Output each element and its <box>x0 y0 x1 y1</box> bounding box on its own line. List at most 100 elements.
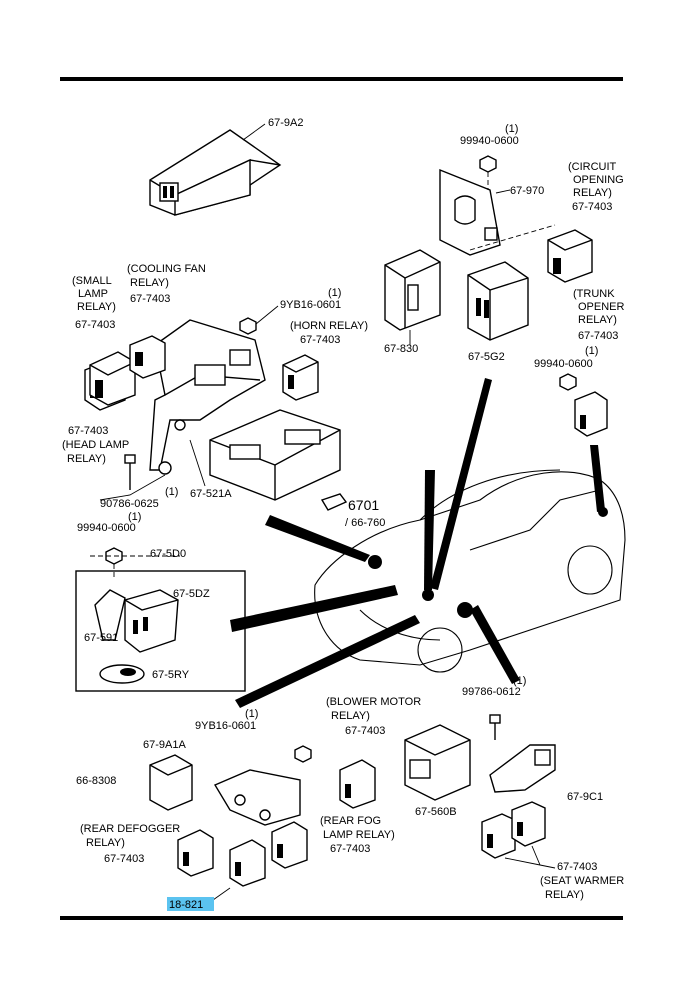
label-66-760[interactable]: / 66-760 <box>345 517 385 529</box>
label-blower-2: RELAY) <box>331 710 370 722</box>
label-small-2: LAMP <box>78 288 108 300</box>
label-qty-99940-left: (1) <box>128 511 141 523</box>
relay-circuit-opening[interactable] <box>547 229 593 283</box>
label-qty-99786: (1) <box>513 675 526 687</box>
label-67-9A2[interactable]: 67-9A2 <box>268 117 303 129</box>
junction-box[interactable] <box>209 409 341 501</box>
relay-blower-motor[interactable] <box>339 759 376 809</box>
label-67-521A[interactable]: 67-521A <box>190 488 232 500</box>
label-fog-1: (REAR FOG <box>320 815 381 827</box>
label-cooling-1: (COOLING FAN <box>127 263 206 275</box>
label-99940-left[interactable]: 99940-0600 <box>77 522 136 534</box>
label-circuit-num[interactable]: 67-7403 <box>572 201 612 213</box>
label-trunk-num[interactable]: 67-7403 <box>578 330 618 342</box>
relay-rear-fog-lamp[interactable] <box>271 821 308 869</box>
label-67-591[interactable]: 67-591 <box>84 632 118 644</box>
label-67-5G2[interactable]: 67-5G2 <box>468 351 505 363</box>
label-blower-1: (BLOWER MOTOR <box>326 696 421 708</box>
leader-wedge-2 <box>230 585 398 632</box>
label-horn-1: (HORN RELAY) <box>290 320 368 332</box>
module-67-5DZ[interactable] <box>124 589 179 653</box>
bottom-rule <box>60 916 623 920</box>
label-67-9A1A[interactable]: 67-9A1A <box>143 739 186 751</box>
label-seat-num[interactable]: 67-7403 <box>557 861 597 873</box>
label-67-560B[interactable]: 67-560B <box>415 806 457 818</box>
label-defog-2: RELAY) <box>86 837 125 849</box>
relay-67-830[interactable] <box>384 249 441 331</box>
label-99786[interactable]: 99786-0612 <box>462 686 521 698</box>
top-rule <box>60 77 623 81</box>
label-6701[interactable]: 6701 <box>348 497 379 513</box>
highlight-badge <box>167 897 214 911</box>
label-small-num[interactable]: 67-7403 <box>75 319 115 331</box>
label-head-2: RELAY) <box>67 453 106 465</box>
nut-icon-4 <box>559 373 577 391</box>
label-circuit-3: RELAY) <box>573 187 612 199</box>
label-67-5D0[interactable]: 67-5D0 <box>150 548 186 560</box>
label-qty-9yb16-top: (1) <box>328 287 341 299</box>
relay-seat-warmer-2[interactable] <box>511 801 546 847</box>
label-circuit-1: (CIRCUIT <box>568 161 617 173</box>
label-67-830[interactable]: 67-830 <box>384 343 418 355</box>
labels: 67-9A2 (1) 99940-0600 67-970 (CIRCUIT OP… <box>62 117 625 911</box>
relay-trunk-opener[interactable] <box>574 391 608 437</box>
fuse-box-cover[interactable] <box>149 129 282 216</box>
label-99940-top[interactable]: 99940-0600 <box>460 135 519 147</box>
module-67-5G2[interactable] <box>467 261 529 341</box>
label-67-9C1[interactable]: 67-9C1 <box>567 791 603 803</box>
label-18-821[interactable]: 18-821 <box>169 899 203 911</box>
leader-wedge-6 <box>470 605 520 684</box>
label-67-970[interactable]: 67-970 <box>510 185 544 197</box>
head-lamp-relay[interactable] <box>89 351 136 406</box>
label-67-5RY[interactable]: 67-5RY <box>152 669 190 681</box>
label-horn-num[interactable]: 67-7403 <box>300 334 340 346</box>
relay-bracket-lower[interactable] <box>213 769 301 826</box>
label-fog-2: LAMP RELAY) <box>323 829 395 841</box>
label-blower-num[interactable]: 67-7403 <box>345 725 385 737</box>
key-fob-67-5RY[interactable] <box>99 664 145 684</box>
label-cooling-2: RELAY) <box>130 277 169 289</box>
bracket-67-591[interactable] <box>94 589 126 641</box>
label-90786[interactable]: 90786-0625 <box>100 498 159 510</box>
label-9yb16-bot[interactable]: 9YB16-0601 <box>195 720 256 732</box>
label-qty-99940-right: (1) <box>585 345 598 357</box>
bracket-67-9C1[interactable] <box>489 744 556 793</box>
relay-unknown-18-821[interactable] <box>229 839 266 887</box>
relay-bracket-upper[interactable] <box>439 168 501 256</box>
label-small-3: RELAY) <box>77 301 116 313</box>
leader-wedge-5 <box>430 378 492 590</box>
label-trunk-3: RELAY) <box>578 314 617 326</box>
label-9yb16-top[interactable]: 9YB16-0601 <box>280 299 341 311</box>
label-trunk-2: OPENER <box>578 301 625 313</box>
horn-relay[interactable] <box>282 354 319 401</box>
leader-wedge-1 <box>265 515 370 562</box>
nut-icon-5 <box>294 745 312 763</box>
label-head-num[interactable]: 67-7403 <box>68 425 108 437</box>
label-67-5DZ[interactable]: 67-5DZ <box>173 588 210 600</box>
connector-icon <box>320 493 348 511</box>
label-head-1: (HEAD LAMP <box>62 439 129 451</box>
label-defog-1: (REAR DEFOGGER <box>80 823 180 835</box>
leader-wedge-4 <box>424 470 435 590</box>
label-defog-num[interactable]: 67-7403 <box>104 853 144 865</box>
label-qty-99940-top: (1) <box>505 123 518 135</box>
label-trunk-1: (TRUNK <box>573 288 615 300</box>
relay-rear-defogger[interactable] <box>177 829 214 877</box>
label-qty-90786: (1) <box>165 486 178 498</box>
bolt-icon <box>124 454 136 490</box>
leader-wedge-7 <box>590 445 605 512</box>
nut-icon <box>479 155 497 173</box>
label-seat-2: RELAY) <box>545 889 584 901</box>
cooling-fan-relay[interactable] <box>129 335 166 379</box>
label-seat-1: (SEAT WARMER <box>540 875 624 887</box>
label-fog-num[interactable]: 67-7403 <box>330 843 370 855</box>
module-66-8308[interactable] <box>149 754 193 811</box>
leader-wedge-3 <box>235 615 420 708</box>
label-cooling-num[interactable]: 67-7403 <box>130 293 170 305</box>
module-67-560B[interactable] <box>404 724 471 801</box>
label-99940-right[interactable]: 99940-0600 <box>534 358 593 370</box>
label-66-8308[interactable]: 66-8308 <box>76 775 116 787</box>
relay-seat-warmer-1[interactable] <box>481 813 516 859</box>
relay-bracket-left[interactable] <box>149 319 266 475</box>
